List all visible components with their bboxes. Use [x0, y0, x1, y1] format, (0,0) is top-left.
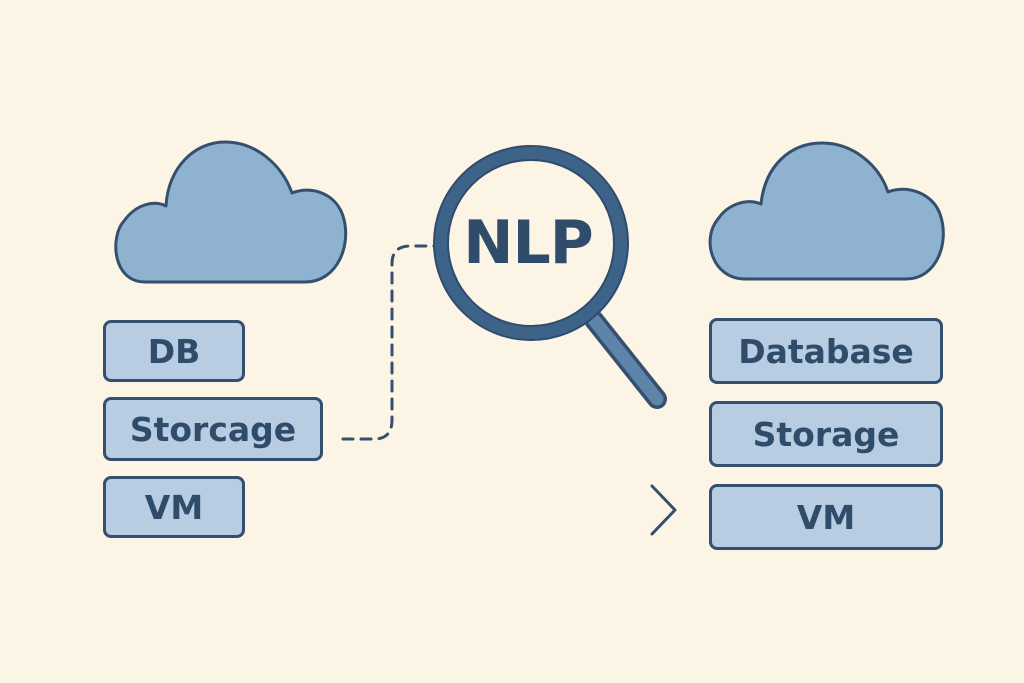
magnifier-handle-fill — [587, 313, 664, 406]
magnifier-label: NLP — [463, 208, 593, 278]
right-cloud-icon — [708, 141, 945, 281]
right-term-database: Database — [709, 318, 943, 384]
right-term-vm: VM — [709, 484, 943, 550]
right-term-storage: Storage — [709, 401, 943, 467]
left-cloud-icon — [114, 140, 348, 284]
dashed-connector-line — [341, 244, 436, 441]
chevron-right-icon — [650, 484, 677, 536]
left-term-db: DB — [103, 320, 245, 382]
magnifier-ring — [434, 146, 628, 340]
magnifier-ring-inner-edge — [447, 159, 615, 327]
left-term-vm: VM — [103, 476, 245, 538]
magnifier-ring-outer-edge — [433, 145, 629, 341]
left-term-storage: Storcage — [103, 397, 323, 461]
